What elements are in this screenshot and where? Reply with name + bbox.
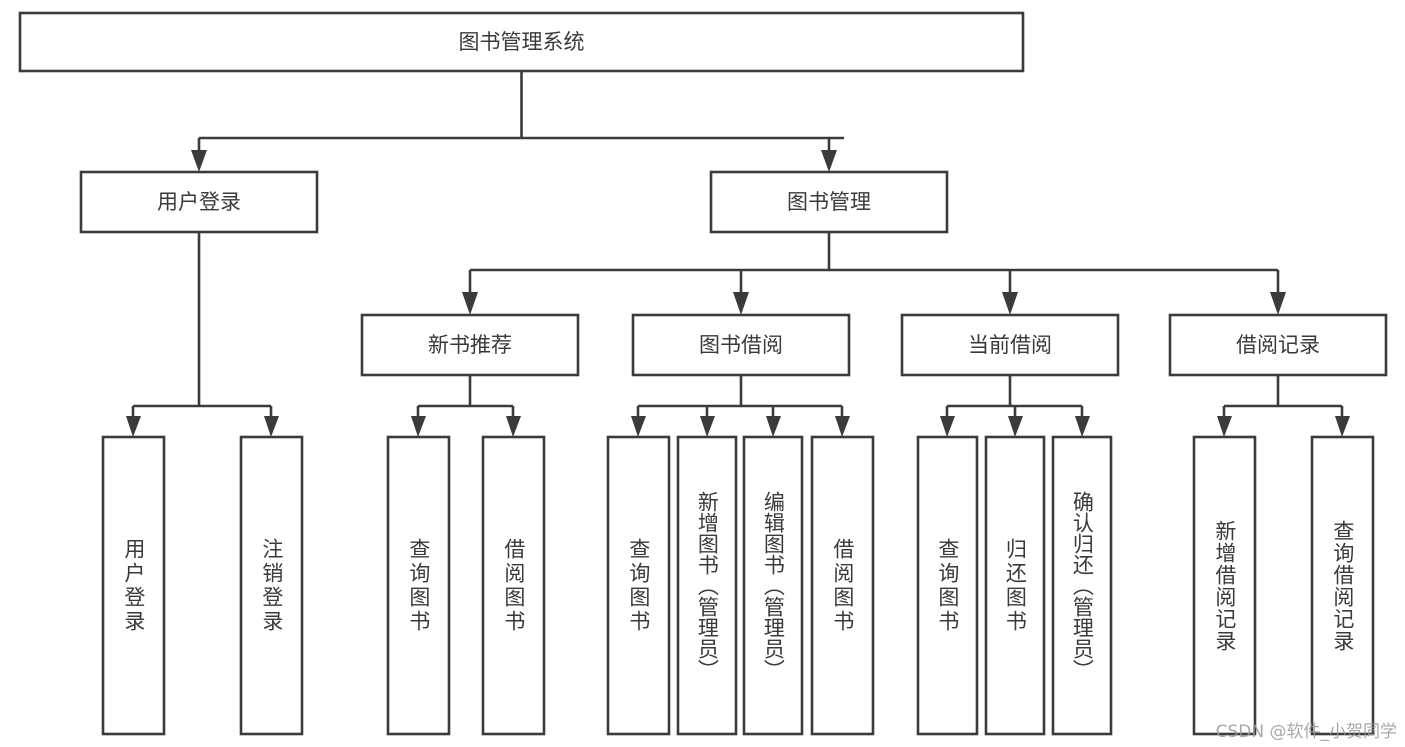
- watermark-text: CSDN @软件_小贺同学: [1215, 722, 1397, 742]
- leaf-box-return-book[interactable]: [984, 435, 1046, 736]
- connector-layer: [126, 71, 1350, 437]
- leaf-box-confirm-return[interactable]: [1051, 435, 1113, 736]
- leaf-box-user-login[interactable]: [101, 435, 166, 736]
- node-user-login-label: 用户登录: [157, 190, 241, 214]
- leaf-box-borrow-book-1[interactable]: [481, 435, 546, 736]
- edge-borrow-to-leaves: [631, 375, 850, 437]
- edge-bookmgmt-to-level2: [462, 232, 1286, 315]
- node-current-borrow-label: 当前借阅: [968, 333, 1052, 357]
- edge-newbook-to-leaves: [411, 375, 521, 437]
- leaf-box-borrow-book-2[interactable]: [810, 435, 875, 736]
- node-borrow-records[interactable]: 借阅记录: [1168, 313, 1388, 377]
- node-borrow-records-label: 借阅记录: [1236, 333, 1320, 357]
- node-borrow-records-box[interactable]: [1168, 313, 1388, 377]
- node-current-borrow-box[interactable]: [900, 313, 1120, 377]
- leaf-box-query-book-1[interactable]: [386, 435, 451, 736]
- leaf-box-query-book-3[interactable]: [916, 435, 979, 736]
- node-new-book-recommend-box[interactable]: [360, 313, 580, 377]
- node-book-borrow-label: 图书借阅: [699, 333, 783, 357]
- edge-userlogin-to-leaves: [126, 232, 279, 437]
- node-book-management[interactable]: 图书管理: [709, 170, 949, 234]
- node-root[interactable]: 图书管理系统: [18, 11, 1025, 73]
- edge-records-to-leaves: [1217, 375, 1350, 437]
- edge-root-to-level1: [191, 71, 844, 172]
- node-user-login[interactable]: 用户登录: [79, 170, 319, 234]
- leaf-box-add-book-admin[interactable]: [676, 435, 738, 736]
- node-root-box[interactable]: [18, 11, 1025, 73]
- node-new-book-recommend-label: 新书推荐: [428, 333, 512, 357]
- node-book-management-box[interactable]: [709, 170, 949, 234]
- leaf-box-add-record[interactable]: [1192, 435, 1257, 736]
- node-current-borrow[interactable]: 当前借阅: [900, 313, 1120, 377]
- node-book-management-label: 图书管理: [787, 190, 871, 214]
- node-book-borrow-box[interactable]: [631, 313, 851, 377]
- leaf-box-query-record[interactable]: [1310, 435, 1375, 736]
- node-new-book-recommend[interactable]: 新书推荐: [360, 313, 580, 377]
- leaf-boxes: [101, 435, 1375, 736]
- leaf-box-logout[interactable]: [239, 435, 304, 736]
- node-user-login-box[interactable]: [79, 170, 319, 234]
- leaf-box-edit-book-admin[interactable]: [742, 435, 804, 736]
- edge-current-to-leaves: [940, 375, 1090, 437]
- node-book-borrow[interactable]: 图书借阅: [631, 313, 851, 377]
- leaf-box-query-book-2[interactable]: [606, 435, 671, 736]
- node-root-label: 图书管理系统: [459, 30, 585, 54]
